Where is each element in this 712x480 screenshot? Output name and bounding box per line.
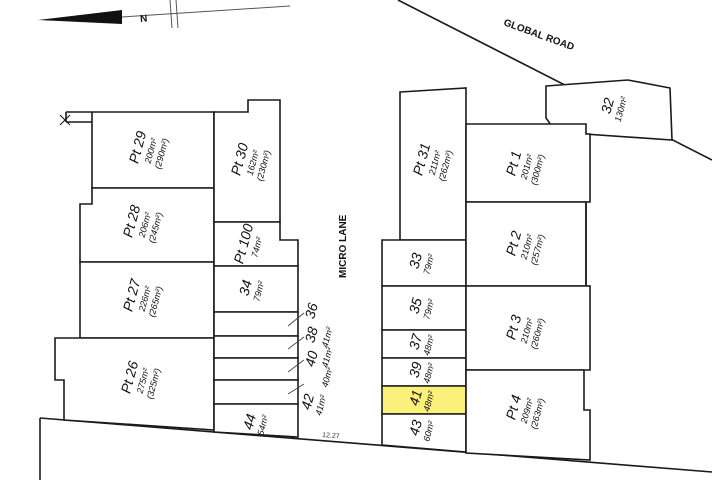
lot-name: Pt 4 <box>502 393 524 421</box>
lot-name: 32 <box>598 96 618 115</box>
lot-38-area: 41m² <box>320 345 335 368</box>
lot-42-labels: 42 41m² <box>298 392 329 417</box>
lot-38-labels: 38 <box>301 325 321 344</box>
lot-40 <box>213 357 299 381</box>
lot-area: 41m² <box>320 325 335 348</box>
lot-40-labels: 40 <box>301 349 321 368</box>
lot-name: Pt 3 <box>502 313 524 341</box>
lot-pt26-labels: Pt 26 275m² (325m²) <box>117 359 162 400</box>
lot-name: Pt 2 <box>502 229 524 257</box>
lot-area: 40m² <box>320 365 335 388</box>
lot-name: 38 <box>301 325 321 344</box>
micro-lane-label: MICRO LANE <box>338 214 349 278</box>
lot-36-labels: 36 <box>301 301 321 320</box>
south-boundary-line <box>39 417 712 473</box>
lot-38 <box>213 335 299 359</box>
lot-name: 35 <box>406 296 426 315</box>
lot-pt3 <box>465 285 591 371</box>
north-label: N <box>140 13 148 25</box>
lot-40-area: 40m² <box>320 365 335 388</box>
lot-pt28-labels: Pt 28 206m² (245m²) <box>119 203 164 244</box>
lot-name: 34 <box>236 278 256 297</box>
lot-name: 42 <box>298 392 318 411</box>
boundary-dimension: 12.27 <box>322 432 340 440</box>
lot-name: 39 <box>406 360 426 379</box>
lot-name: 44 <box>240 412 260 431</box>
north-arrow-icon: N <box>38 0 291 29</box>
lot-36 <box>213 311 299 337</box>
lot-36-area: 41m² <box>320 325 335 348</box>
lot-pt1-labels: Pt 1 201m² (300m²) <box>502 149 546 186</box>
global-road-label: GLOBAL ROAD <box>502 17 576 53</box>
lot-name: 41 <box>406 388 425 407</box>
lot-name: 43 <box>406 418 426 437</box>
lot-pt4-labels: Pt 4 209m² (263m²) <box>502 393 546 430</box>
lot-pt31-labels: Pt 31 211m² (262m²) <box>409 141 454 182</box>
lot-44-labels: 44 54m² <box>240 412 271 437</box>
lot-pt4 <box>465 369 591 461</box>
lot-42 <box>213 379 299 405</box>
lot-name: 37 <box>406 331 426 351</box>
lot-name: 40 <box>301 349 321 368</box>
lot-name: 33 <box>406 251 426 270</box>
lot-area: 41m² <box>320 345 335 368</box>
lot-name: 36 <box>301 301 321 320</box>
lot-44 <box>213 403 299 438</box>
lot-name: Pt 1 <box>502 149 524 177</box>
